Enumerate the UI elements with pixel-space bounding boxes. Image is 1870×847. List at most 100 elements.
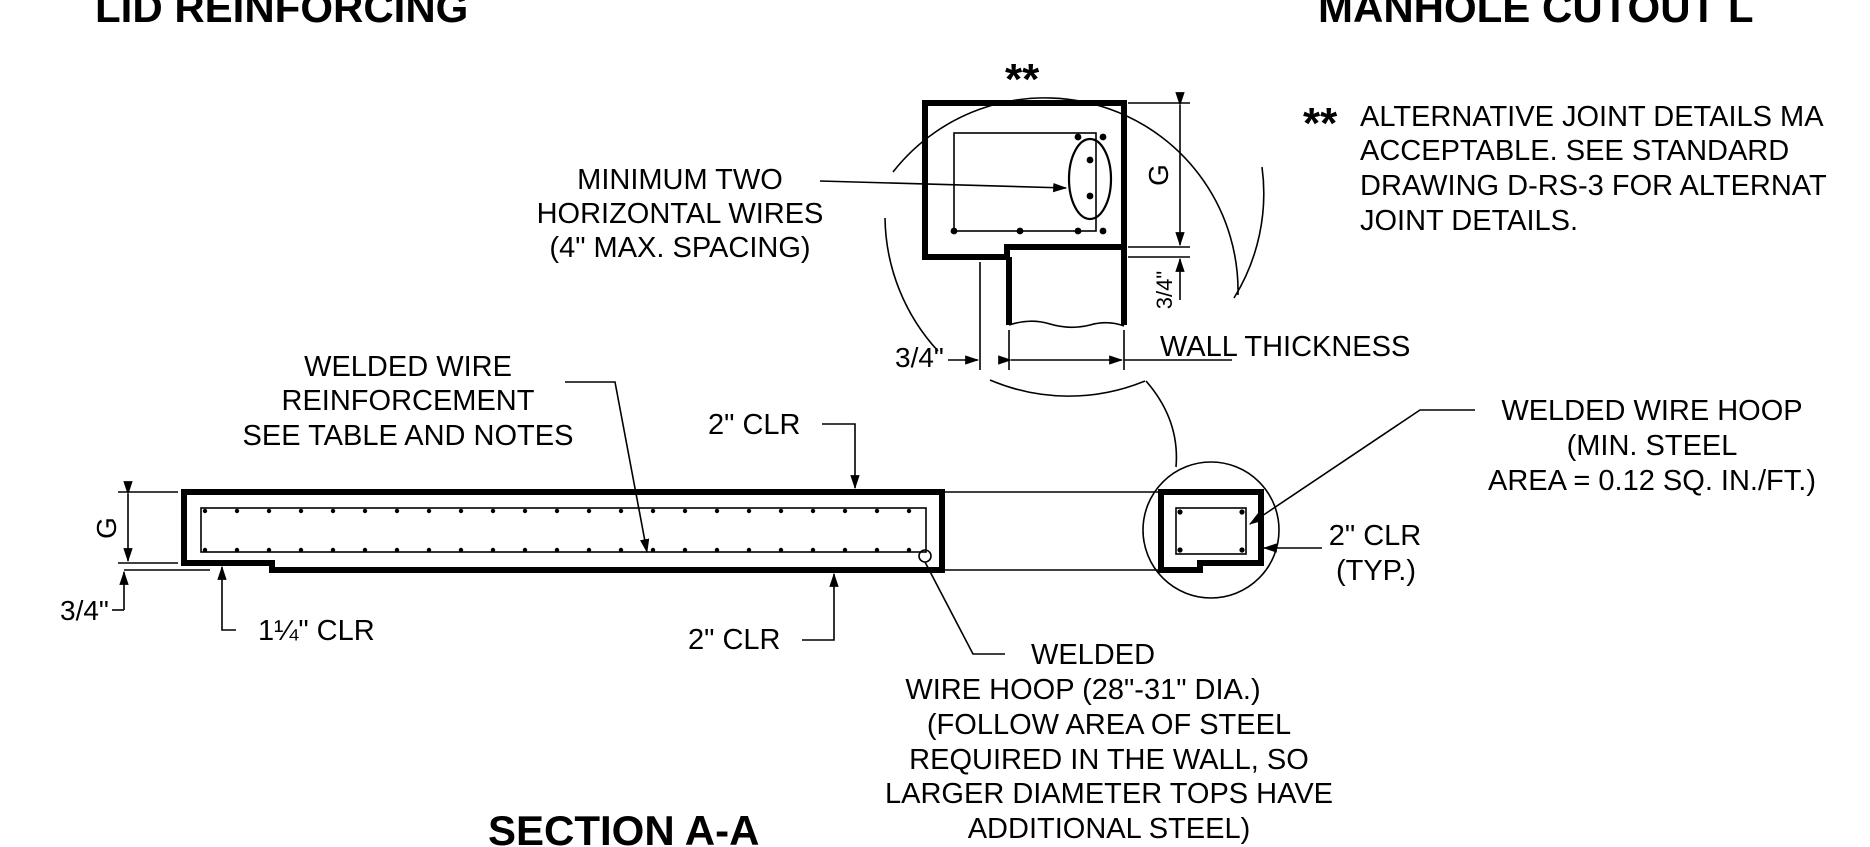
note-stars: ** xyxy=(1303,99,1338,148)
hoop-right-line-1: WELDED WIRE HOOP xyxy=(1501,395,1802,427)
hoop-bottom-line-6: ADDITIONAL STEEL) xyxy=(968,813,1251,845)
mesh-wire-dot xyxy=(586,547,592,553)
detail-circle-upper-left xyxy=(892,97,1239,296)
mesh-wire-dot xyxy=(426,547,432,553)
two-clr-top-leader xyxy=(822,423,860,490)
welded-wire-reinforcement-callout: WELDED WIRE REINFORCEMENT SEE TABLE AND … xyxy=(243,351,650,554)
lid-wire-mesh xyxy=(200,507,927,553)
mesh-wire-dot xyxy=(650,508,656,514)
mesh-wire-dot xyxy=(714,508,720,514)
mesh-wire-dot xyxy=(874,508,880,514)
mesh-wire-dot xyxy=(842,547,848,553)
mesh-wire-dot xyxy=(810,508,816,514)
hoop-bottom-line-4: REQUIRED IN THE WALL, SO xyxy=(909,744,1309,776)
two-clr-top-label: 2" CLR xyxy=(708,409,801,441)
mesh-wire-dot xyxy=(458,508,464,514)
wall-break-line xyxy=(1008,320,1125,329)
detail-circle-upper-right xyxy=(1233,166,1265,299)
mesh-wire-dot xyxy=(362,547,368,553)
detail-stars: ** xyxy=(1005,55,1040,104)
wwr-line-2: REINFORCEMENT xyxy=(282,385,535,417)
mesh-wire-dot xyxy=(266,547,272,553)
hoop-bottom-line-1: WELDED xyxy=(1031,639,1155,671)
lid-section-outline xyxy=(181,489,945,573)
three-quarter-vertical-label: 3/4" xyxy=(1152,271,1177,309)
small-section-outline xyxy=(1158,489,1264,573)
mesh-wire-dot xyxy=(330,508,336,514)
one-quarter-clr-callout: 1¼" CLR xyxy=(217,565,375,647)
min-wires-line-3: (4" MAX. SPACING) xyxy=(549,232,810,264)
hoop-right-leader xyxy=(1249,409,1475,525)
mesh-wire-dot xyxy=(906,508,912,514)
two-clr-typ-line-2: (TYP.) xyxy=(1336,555,1416,587)
mesh-wire-dot xyxy=(778,547,784,553)
mesh-wire-dot xyxy=(906,547,912,553)
mesh-wire-dot xyxy=(522,547,528,553)
mesh-wire-dots xyxy=(202,508,912,553)
minimum-two-wires-callout: MINIMUM TWO HORIZONTAL WIRES (4" MAX. SP… xyxy=(537,164,1068,264)
mesh-wire-dot xyxy=(618,547,624,553)
mesh-wire-dot xyxy=(490,508,496,514)
alternative-joint-note: ** ALTERNATIVE JOINT DETAILS MA ACCEPTAB… xyxy=(1303,99,1827,237)
mesh-wire-dot xyxy=(746,508,752,514)
wwr-line-3: SEE TABLE AND NOTES xyxy=(243,420,574,452)
hoop-bottom-line-2: WIRE HOOP (28"-31" DIA.) xyxy=(905,674,1260,706)
wwr-leader xyxy=(565,381,650,554)
two-clr-bottom-label: 2" CLR xyxy=(688,624,781,656)
g-left-label: G xyxy=(91,517,122,539)
small-section-dots xyxy=(1177,509,1245,553)
welded-wire-hoop-right-callout: WELDED WIRE HOOP (MIN. STEEL AREA = 0.12… xyxy=(1249,395,1816,525)
hoop-right-line-3: AREA = 0.12 SQ. IN./FT.) xyxy=(1488,465,1816,497)
two-clr-top-callout: 2" CLR xyxy=(708,409,860,490)
min-wires-line-2: HORIZONTAL WIRES xyxy=(537,198,824,230)
mesh-wire-dot xyxy=(490,547,496,553)
hoop-bottom-line-3: (FOLLOW AREA OF STEEL xyxy=(927,709,1291,741)
mesh-wire-dot xyxy=(362,508,368,514)
title-manhole-cutout: MANHOLE CUTOUT L xyxy=(1318,0,1754,31)
mesh-wire-dot xyxy=(298,547,304,553)
enlarged-joint-detail: ** G 3/4" 3/4" WALL THICKN xyxy=(884,55,1410,468)
one-quarter-clr-label: 1¼" CLR xyxy=(258,615,375,647)
mesh-wire-dot xyxy=(522,508,528,514)
mesh-wire-dot xyxy=(202,508,208,514)
two-clr-bottom-callout: 2" CLR xyxy=(688,572,839,656)
detail-circle-lower-left xyxy=(884,217,939,352)
mesh-wire-dot xyxy=(682,547,688,553)
mesh-wire-dot xyxy=(426,508,432,514)
mesh-wire-dot xyxy=(618,508,624,514)
detail-circle-lower xyxy=(989,379,1146,397)
mesh-wire-dot xyxy=(298,508,304,514)
mesh-wire-dot xyxy=(234,547,240,553)
title-lid-reinforcing: LID REINFORCING xyxy=(95,0,468,31)
mesh-wire-dot xyxy=(202,547,208,553)
mesh-wire-dot xyxy=(554,547,560,553)
detail-leader-arc xyxy=(1145,380,1178,468)
small-section-cage xyxy=(1175,507,1247,555)
hoop-bottom-leader xyxy=(924,561,1005,655)
reinforcement-cage xyxy=(953,132,1097,232)
lid-profile xyxy=(922,100,1127,260)
g-dim-label: G xyxy=(1143,164,1174,186)
min-wires-line-1: MINIMUM TWO xyxy=(577,164,783,196)
three-quarter-label: 3/4" xyxy=(895,342,944,373)
mesh-wire-dot xyxy=(234,508,240,514)
hoop-right-line-2: (MIN. STEEL xyxy=(1567,430,1738,462)
g-dimension-left: G 3/4" xyxy=(60,481,210,626)
hoop-wire-ellipse xyxy=(1067,137,1113,221)
hoop-bottom-line-5: LARGER DIAMETER TOPS HAVE xyxy=(885,778,1333,810)
mesh-wire-dot xyxy=(554,508,560,514)
mesh-wire-dot xyxy=(394,508,400,514)
wwr-line-1: WELDED WIRE xyxy=(304,351,512,383)
lid-section xyxy=(181,461,1280,599)
mesh-wire-dot xyxy=(810,547,816,553)
two-clr-typ-callout: 2" CLR (TYP.) xyxy=(1262,520,1422,587)
mesh-wire-dot xyxy=(746,547,752,553)
mesh-wire-dot xyxy=(650,547,656,553)
mesh-wire-dot xyxy=(394,547,400,553)
note-line-3: DRAWING D-RS-3 FOR ALTERNAT xyxy=(1360,170,1827,202)
note-line-1: ALTERNATIVE JOINT DETAILS MA xyxy=(1360,101,1824,133)
two-clr-bottom-leader xyxy=(802,572,839,641)
mesh-wire-dot xyxy=(586,508,592,514)
two-clr-typ-line-1: 2" CLR xyxy=(1329,520,1422,552)
